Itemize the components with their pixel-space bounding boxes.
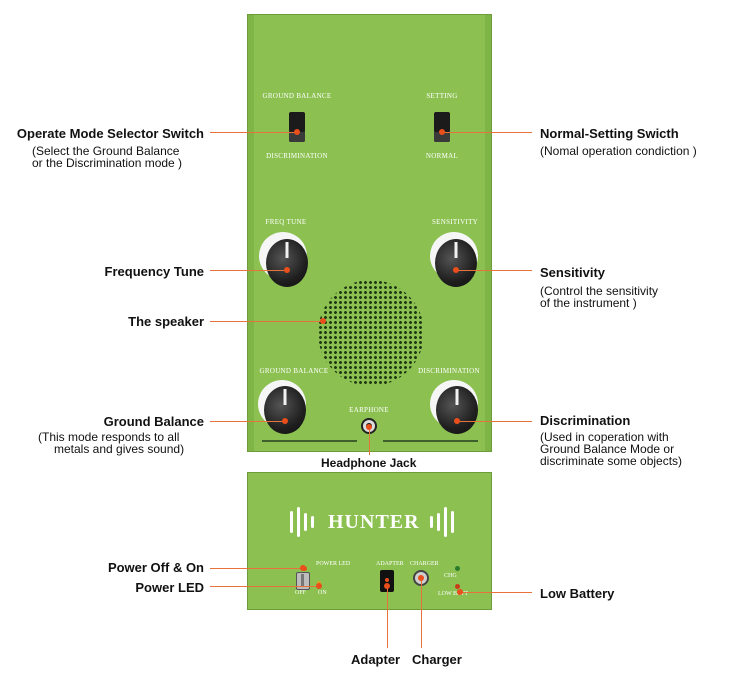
callout-ground-balance-desc: metals and gives sound) xyxy=(54,442,185,456)
signal-waves-right-icon xyxy=(430,507,454,537)
label-sensitivity: SENSITIVITY xyxy=(431,218,479,226)
ground-balance-knob[interactable] xyxy=(264,386,306,434)
callout-charger-title: Charger xyxy=(412,652,462,667)
label-power-led: POWER LED xyxy=(316,561,351,567)
marker-frequency-tune xyxy=(284,267,290,273)
callout-normal-setting-title: Normal-Setting Swicth xyxy=(540,126,679,141)
label-adapter: ADAPTER xyxy=(376,561,404,567)
callout-line-normal-setting xyxy=(442,132,532,133)
callout-line-low-battery xyxy=(460,592,532,593)
callout-headphone-jack-title: Headphone Jack xyxy=(321,456,417,470)
label-earphone: EARPHONE xyxy=(349,406,389,414)
label-discrimination-knob: DISCRIMINATION xyxy=(418,367,480,375)
label-discrimination-switch: DISCRIMINATION xyxy=(266,152,328,160)
label-ground-balance-knob: GROUND BALANCE xyxy=(259,367,329,375)
knob-pointer xyxy=(283,389,287,405)
callout-line-operate-mode xyxy=(210,132,297,133)
callout-power-off-on-title: Power Off & On xyxy=(107,560,204,575)
power-toggle-lever xyxy=(301,574,304,586)
marker-low-battery xyxy=(457,589,463,595)
normal-setting-switch[interactable] xyxy=(434,112,450,142)
adapter-port[interactable] xyxy=(380,570,394,592)
label-normal: NORMAL xyxy=(425,152,459,160)
marker-power-off-on xyxy=(300,565,306,571)
callout-line-sensitivity xyxy=(456,270,532,271)
callout-normal-setting-desc: (Nomal operation condiction ) xyxy=(540,144,697,158)
speaker-grille xyxy=(318,280,424,386)
marker-headphone-jack xyxy=(366,424,372,430)
callout-line-charger xyxy=(421,578,422,648)
label-ground-balance-switch: GROUND BALANCE xyxy=(262,92,332,100)
low-battery-led xyxy=(455,584,460,589)
marker-charger xyxy=(418,575,424,581)
adapter-pin xyxy=(385,578,389,582)
callout-frequency-tune-title: Frequency Tune xyxy=(104,264,204,279)
callout-sensitivity-desc: (Control the sensitivity xyxy=(540,284,659,298)
panel-divider xyxy=(262,440,357,442)
sensitivity-knob[interactable] xyxy=(435,239,477,287)
marker-adapter xyxy=(384,583,390,589)
callout-low-battery-title: Low Battery xyxy=(540,586,615,601)
operate-mode-switch[interactable] xyxy=(289,112,305,142)
callout-discrimination-desc: discriminate some objects) xyxy=(540,454,683,468)
marker-normal-setting xyxy=(439,129,445,135)
label-chg: CHG xyxy=(444,573,457,579)
panel-edge-shade xyxy=(485,15,491,451)
label-low-batt: LOW BATT xyxy=(438,591,469,597)
callout-ground-balance-desc: (This mode responds to all xyxy=(38,430,180,444)
marker-ground-balance xyxy=(282,418,288,424)
discrimination-knob[interactable] xyxy=(436,386,478,434)
label-off: OFF xyxy=(295,590,307,596)
callout-discrimination-desc: Ground Balance Mode or xyxy=(540,442,675,456)
callout-sensitivity-desc: of the instrument ) xyxy=(540,296,637,310)
panel-edge-shade xyxy=(248,15,254,451)
label-charger: CHARGER xyxy=(410,561,439,567)
brand-logo: HUNTER xyxy=(328,511,420,533)
callout-discrimination-desc: (Used in coperation with xyxy=(540,430,669,444)
knob-pointer xyxy=(455,389,459,405)
callout-discrimination-title: Discrimination xyxy=(540,413,631,428)
label-on: ON xyxy=(318,590,327,596)
marker-discrimination xyxy=(454,418,460,424)
control-panel-bottom xyxy=(247,472,492,610)
callout-operate-mode-title: Operate Mode Selector Switch xyxy=(16,126,204,141)
callout-line-power-off-on xyxy=(210,568,303,569)
callout-line-headphone-jack xyxy=(369,430,370,455)
marker-operate-mode xyxy=(294,129,300,135)
callout-line-frequency-tune xyxy=(210,270,287,271)
callout-line-discrimination xyxy=(457,421,532,422)
callout-operate-mode-desc: (Select the Ground Balance xyxy=(32,144,180,158)
callout-line-ground-balance xyxy=(210,421,285,422)
charge-led xyxy=(455,566,460,571)
marker-sensitivity xyxy=(453,267,459,273)
callout-line-speaker xyxy=(210,321,323,322)
callout-power-led-title: Power LED xyxy=(135,580,204,595)
callout-speaker-title: The speaker xyxy=(128,314,204,329)
callout-operate-mode-desc: or the Discrimination mode ) xyxy=(32,156,183,170)
callout-adapter-title: Adapter xyxy=(351,652,401,667)
knob-pointer xyxy=(454,242,458,258)
callout-sensitivity-title: Sensitivity xyxy=(540,265,606,280)
callout-line-power-led xyxy=(210,586,319,587)
panel-divider xyxy=(383,440,478,442)
knob-pointer xyxy=(285,242,289,258)
label-setting: SETTING xyxy=(426,92,458,100)
marker-speaker xyxy=(320,318,326,324)
frequency-tune-knob[interactable] xyxy=(266,239,308,287)
marker-power-led xyxy=(316,583,322,589)
callout-line-adapter xyxy=(387,586,388,648)
label-freq-tune: FREQ TUNE xyxy=(265,218,307,226)
signal-waves-left-icon xyxy=(290,507,314,537)
callout-ground-balance-title: Ground Balance xyxy=(103,414,204,429)
